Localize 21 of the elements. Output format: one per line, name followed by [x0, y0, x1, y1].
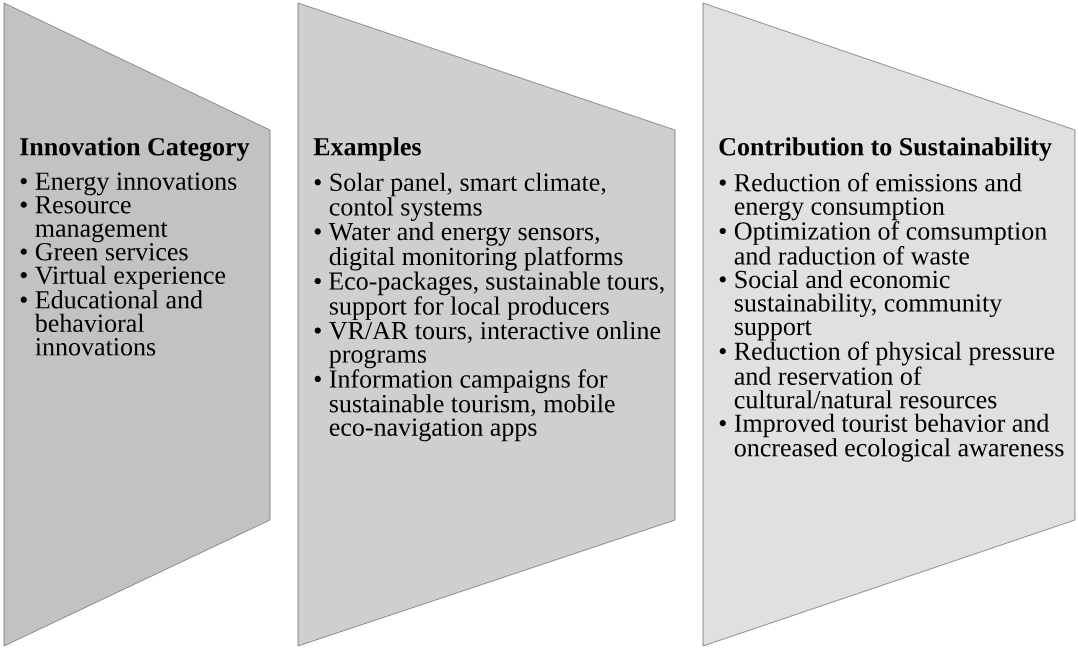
panel-heading: Innovation Category — [20, 137, 250, 161]
bullet-item: • Water and energy sensors, digital monitoring platforms — [314, 222, 623, 271]
bullet-item: • Virtual experience — [20, 265, 226, 290]
bullet-item: • Improved tourist behavior and oncreased ecological awareness — [719, 413, 1064, 462]
panel-heading: Examples — [313, 137, 421, 161]
bullet-item: • Solar panel, smart climate, contol systems — [314, 172, 606, 221]
bullet-item: • Reduction of physical pressure and reservation of cultural/natural resources — [719, 341, 1055, 409]
bullet-item: • Information campaigns for sustainable tourism, mobile eco-navigation apps — [314, 369, 615, 442]
panel-heading: Contribution to Sustainability — [719, 137, 1052, 161]
chevron-panel — [702, 2, 1076, 647]
chevron-panel — [297, 2, 676, 647]
bullet-item: • Resource management — [20, 196, 168, 243]
bullet-item: • Optimization of comsumption and raduction of waste — [719, 221, 1047, 265]
bullet-item: • Eco-packages, sustainable tours, support for local producers — [314, 271, 664, 321]
bullet-item: • Social and economic sustainability, community support — [719, 269, 1003, 341]
bullet-item: • VR/AR tours, interactive online programs — [314, 321, 661, 369]
bullet-item: • Energy innovations — [20, 172, 237, 196]
chevron-panel — [3, 2, 271, 647]
bullet-item: • Green services — [20, 243, 188, 261]
bullet-item: • Reduction of emissions and energy consumption — [719, 172, 1022, 221]
bullet-item: • Educational and behavioral innovations — [20, 290, 203, 356]
